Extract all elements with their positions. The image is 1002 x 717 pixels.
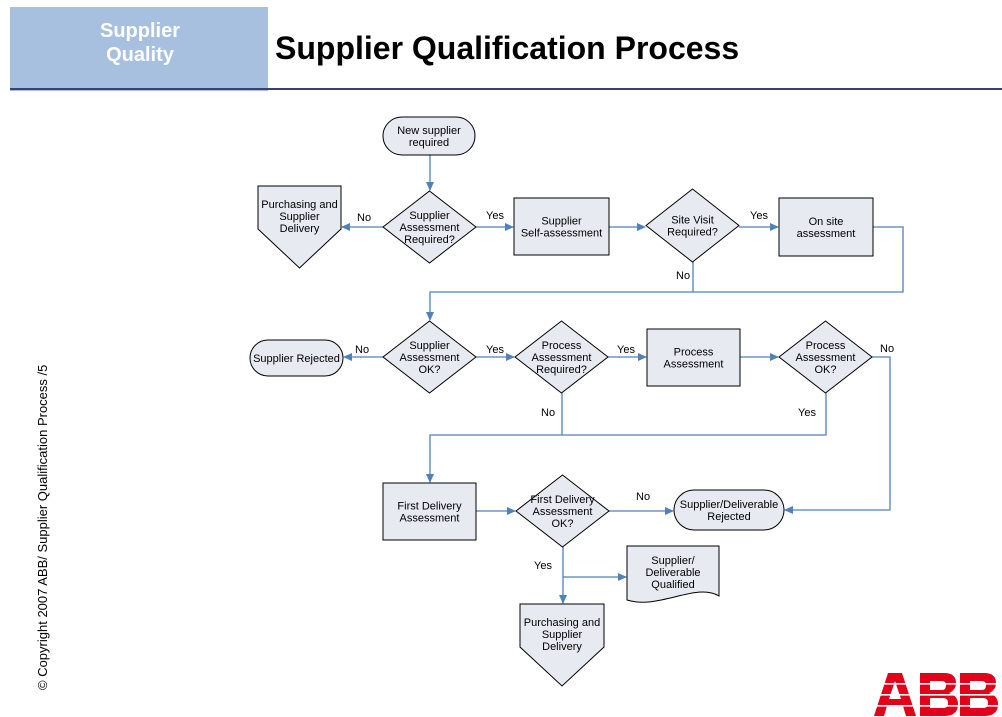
process-shape <box>778 197 874 257</box>
node-label-line: Process <box>542 340 582 352</box>
decision-shape <box>645 188 740 263</box>
node-label-line: assessment <box>797 228 856 240</box>
node-label-line: First Delivery <box>397 501 462 513</box>
edge-label-process-ok-no: No <box>880 343 894 355</box>
node-supplier-rejected: Supplier Rejected <box>249 339 344 377</box>
node-label-line: OK? <box>551 518 573 530</box>
node-label-line: Supplier/ <box>651 555 695 567</box>
node-label-line: Assessment <box>400 513 460 525</box>
node-label-line: Process <box>674 347 714 359</box>
document-shape <box>626 545 720 603</box>
decision-shape <box>382 190 477 264</box>
node-label-line: Site Visit <box>671 215 714 227</box>
node-label-line: Assessment <box>400 352 460 364</box>
process-ok-no-path <box>784 356 891 514</box>
connector-layer <box>341 155 904 604</box>
node-label-line: Required? <box>536 364 587 376</box>
offpage-shape <box>257 185 342 269</box>
node-label-line: Self-assessment <box>521 228 602 240</box>
node-label-line: Supplier <box>409 340 450 352</box>
onsite-return <box>426 226 904 321</box>
node-label-line: required <box>409 137 449 149</box>
process-shape <box>646 328 741 387</box>
process-shape <box>513 197 610 256</box>
node-label-line: OK? <box>418 364 440 376</box>
node-label-line: Assessment <box>532 352 592 364</box>
decision-shape <box>778 320 873 394</box>
node-label-line: Supplier Rejected <box>253 353 340 365</box>
node-label-line: Purchasing and <box>524 617 600 629</box>
terminator-shape <box>673 489 785 531</box>
process-ok-yes-path <box>426 393 827 483</box>
page-title: Supplier Qualification Process <box>275 30 740 66</box>
title-rule <box>10 88 1002 90</box>
node-label-line: Required? <box>667 227 718 239</box>
badge-line-1: Supplier <box>99 20 180 42</box>
abb-logo <box>872 673 998 716</box>
edge-label-assess-ok-yes: Yes <box>486 344 504 356</box>
node-label-line: Delivery <box>542 641 582 653</box>
section-badge-text: Supplier Quality <box>65 19 215 67</box>
node-label-line: Supplier <box>279 211 320 223</box>
node-label-line: On site <box>809 216 844 228</box>
edge-label-assess-required-no: No <box>357 212 371 224</box>
edge-label-assess-ok-no: No <box>355 344 369 356</box>
edge-label-first-delivery-ok-no: No <box>636 491 650 503</box>
decision-shape <box>382 320 477 394</box>
node-label-line: Supplier <box>541 216 582 228</box>
edge-label-process-ok-yes: Yes <box>798 407 816 419</box>
terminator-shape <box>249 339 344 377</box>
edge-label-first-delivery-ok-yes: Yes <box>534 560 552 572</box>
node-label-line: Assessment <box>400 222 460 234</box>
node-label-line: First Delivery <box>530 494 595 506</box>
node-label-line: Supplier/Deliverable <box>680 499 778 511</box>
node-label-line: Delivery <box>280 223 320 235</box>
node-label-line: Supplier <box>542 629 583 641</box>
node-label-line: Process <box>806 340 846 352</box>
section-badge: Supplier Quality <box>10 7 268 91</box>
terminator-shape <box>382 116 476 156</box>
decision-shape <box>515 474 610 548</box>
node-label-line: Qualified <box>651 579 694 591</box>
node-label-line: Assessment <box>796 352 856 364</box>
badge-line-2: Quality <box>106 44 174 66</box>
edge-label-assess-required-yes: Yes <box>486 210 504 222</box>
node-label-line: New supplier <box>397 125 461 137</box>
offpage-shape <box>519 603 605 687</box>
node-label-line: OK? <box>814 364 836 376</box>
process-shape <box>382 482 477 541</box>
node-label-line: Purchasing and <box>261 199 337 211</box>
node-label-line: Deliverable <box>645 567 700 579</box>
node-label-line: Assessment <box>533 506 593 518</box>
node-label-line: Supplier <box>409 210 450 222</box>
decision-shape <box>514 320 609 394</box>
node-label-line: Rejected <box>707 511 750 523</box>
node-label-line: Required? <box>404 234 455 246</box>
edge-label-process-required-no: No <box>541 407 555 419</box>
edge-label-site-visit-no: No <box>676 270 690 282</box>
edge-label-site-visit-yes: Yes <box>750 210 768 222</box>
node-label-line: Assessment <box>664 359 724 371</box>
edge-label-process-required-yes: Yes <box>617 344 635 356</box>
